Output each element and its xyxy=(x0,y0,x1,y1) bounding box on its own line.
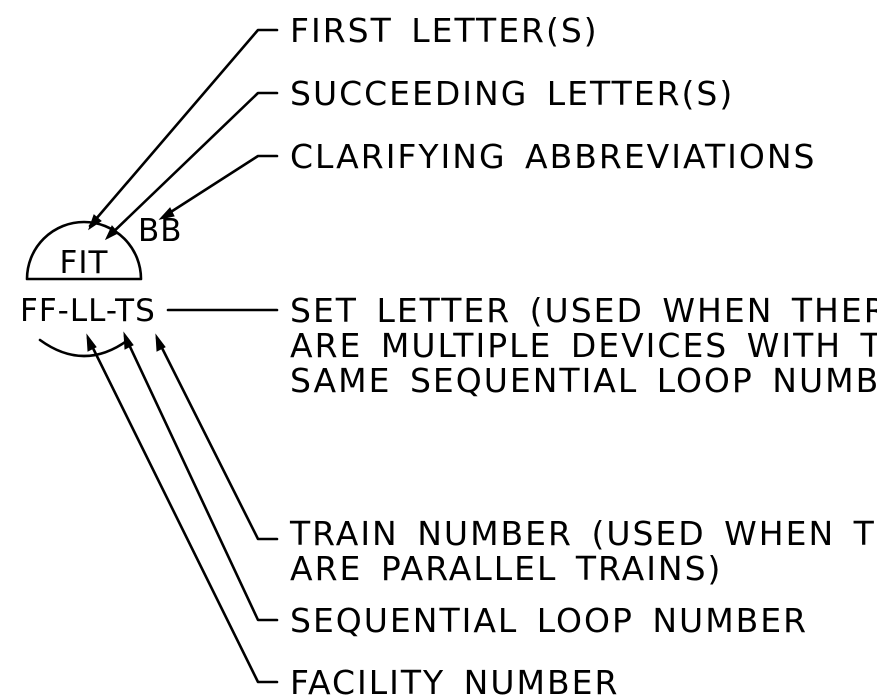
facility-number-arrowhead xyxy=(86,333,97,352)
set-letter-label-line-2: ARE MULTIPLE DEVICES WITH THE xyxy=(290,326,877,365)
set-letter-label-line-3: SAME SEQUENTIAL LOOP NUMBER) xyxy=(290,361,877,400)
succeeding-letters-leader xyxy=(106,91,279,239)
train-number-label-line-1: TRAIN NUMBER (USED WHEN THERE xyxy=(289,514,877,553)
train-number-arrowhead xyxy=(155,333,166,352)
tag-number: FF-LL-TS xyxy=(20,293,156,329)
facility-number-leader xyxy=(86,336,279,684)
succeeding-letters-arrowhead xyxy=(104,225,119,241)
facility-number-label: FACILITY NUMBER xyxy=(290,663,619,698)
first-letters-label: FIRST LETTER(S) xyxy=(290,11,599,50)
first-letters-arrowhead xyxy=(88,214,102,231)
succeeding-letters-label: SUCCEEDING LETTER(S) xyxy=(290,74,734,113)
tag-underline-arc xyxy=(38,338,130,358)
clarifying-abbreviations-label: CLARIFYING ABBREVIATIONS xyxy=(290,137,817,176)
train-number-label-line-2: ARE PARALLEL TRAINS) xyxy=(290,549,722,588)
first-letters-leader xyxy=(88,28,279,228)
sequential-loop-number-label: SEQUENTIAL LOOP NUMBER xyxy=(290,601,808,640)
clarifying-abbreviations-arrowhead xyxy=(158,207,175,220)
instrument-bubble xyxy=(25,220,143,281)
clarifying-abbreviations-leader xyxy=(161,154,279,219)
sequential-loop-leader xyxy=(123,334,279,622)
sequential-loop-arrowhead xyxy=(123,331,134,350)
train-number-leader xyxy=(155,336,279,541)
set-letter-label-line-1: SET LETTER (USED WHEN THERE xyxy=(290,291,877,330)
function-letters: FIT xyxy=(60,245,109,281)
